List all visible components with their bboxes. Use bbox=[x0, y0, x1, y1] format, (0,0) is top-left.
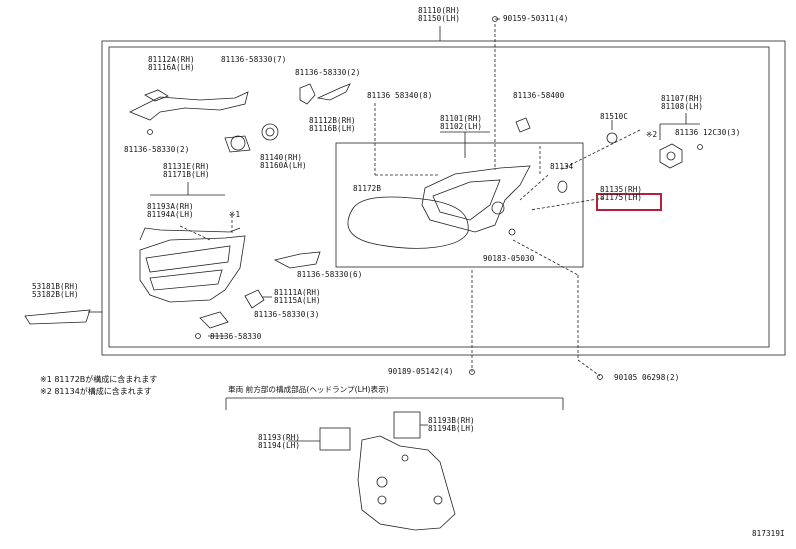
label-81172b[interactable]: 81172B bbox=[353, 184, 382, 193]
label-81107-81108[interactable]: 81107(RH)81108(LH) bbox=[661, 94, 704, 112]
box-81193b bbox=[393, 411, 421, 439]
label-81140-81160a[interactable]: 81140(RH)81160A(LH) bbox=[260, 153, 307, 171]
socket-81140 bbox=[261, 123, 279, 141]
box-81193 bbox=[319, 427, 351, 451]
housing-subbox bbox=[335, 142, 584, 268]
label-90105[interactable]: 90105 06298(2) bbox=[614, 373, 680, 382]
bracket-81111a bbox=[244, 289, 265, 309]
lens-81131e bbox=[139, 235, 246, 303]
garnish-53181b bbox=[24, 309, 91, 325]
label-81136-7[interactable]: 81136-58330(7) bbox=[221, 55, 287, 64]
label-81112a-81116a[interactable]: 81112A(RH)81116A(LH) bbox=[148, 55, 195, 73]
label-81193-81194[interactable]: 81193(RH)81194(LH) bbox=[258, 433, 301, 451]
label-81136-58400[interactable]: 81136-58400 bbox=[513, 91, 565, 100]
main-frame bbox=[101, 40, 786, 356]
label-90189[interactable]: 90189-05142(4) bbox=[388, 367, 454, 376]
bracket-81112a bbox=[129, 91, 249, 121]
label-81136-6[interactable]: 81136-58330(6) bbox=[297, 270, 363, 279]
label-81131e-81171b[interactable]: 81131E(RH)81171B(LH) bbox=[163, 162, 210, 180]
label-81112b-81116b[interactable]: 81112B(RH)81116B(LH) bbox=[309, 116, 356, 134]
label-81110-81150[interactable]: 81110(RH)81150(LH) bbox=[418, 6, 461, 24]
label-mark2: ※2 bbox=[646, 130, 658, 139]
label-mark1: ※1 bbox=[229, 210, 241, 219]
label-81136-2a[interactable]: 81136-58330(2) bbox=[295, 68, 361, 77]
label-81136-3[interactable]: 81136-58330(3) bbox=[254, 310, 320, 319]
label-81136-58330[interactable]: 81136-58330 bbox=[210, 332, 262, 341]
actuator-81107 bbox=[659, 143, 683, 169]
label-81136-12c30[interactable]: 81136 12C30(3) bbox=[675, 128, 741, 137]
harness-81172b bbox=[347, 196, 469, 249]
inner-frame bbox=[108, 46, 770, 348]
label-90183[interactable]: 90183-05030 bbox=[483, 254, 535, 263]
figure-number: 817319I bbox=[752, 529, 785, 538]
label-81136-8[interactable]: 81136 58340(8) bbox=[367, 91, 433, 100]
housing-81101 bbox=[421, 165, 531, 233]
label-81134[interactable]: 81134 bbox=[550, 162, 574, 171]
note-2: ※2 81134が構成に含まれます bbox=[40, 387, 152, 396]
label-81111a-81115a[interactable]: 81111A(RH)81115A(LH) bbox=[274, 288, 321, 306]
label-81193a-81194a[interactable]: 81193A(RH)81194A(LH) bbox=[147, 202, 194, 220]
lower-section-header: 車両 前方部の構成部品(ヘッドランプ(LH)表示) bbox=[228, 385, 389, 394]
bracket-81112b bbox=[299, 83, 316, 105]
highlight-81175 bbox=[596, 193, 662, 211]
note-1: ※1 81172Bが構成に含まれます bbox=[40, 375, 158, 384]
label-81136-2b[interactable]: 81136-58330(2) bbox=[124, 145, 190, 154]
label-90159[interactable]: 90159-50311(4) bbox=[503, 14, 569, 23]
label-81101-81102[interactable]: 81101(RH)81102(LH) bbox=[440, 114, 483, 132]
housing-lower bbox=[357, 435, 456, 531]
label-81135-81175[interactable]: 81135(RH)81175(LH) bbox=[600, 185, 643, 203]
label-81510c[interactable]: 81510C bbox=[600, 112, 629, 121]
label-53181b-53182b[interactable]: 53181B(RH)53182B(LH) bbox=[32, 282, 79, 300]
label-81193b-81194b[interactable]: 81193B(RH)81194B(LH) bbox=[428, 416, 475, 434]
